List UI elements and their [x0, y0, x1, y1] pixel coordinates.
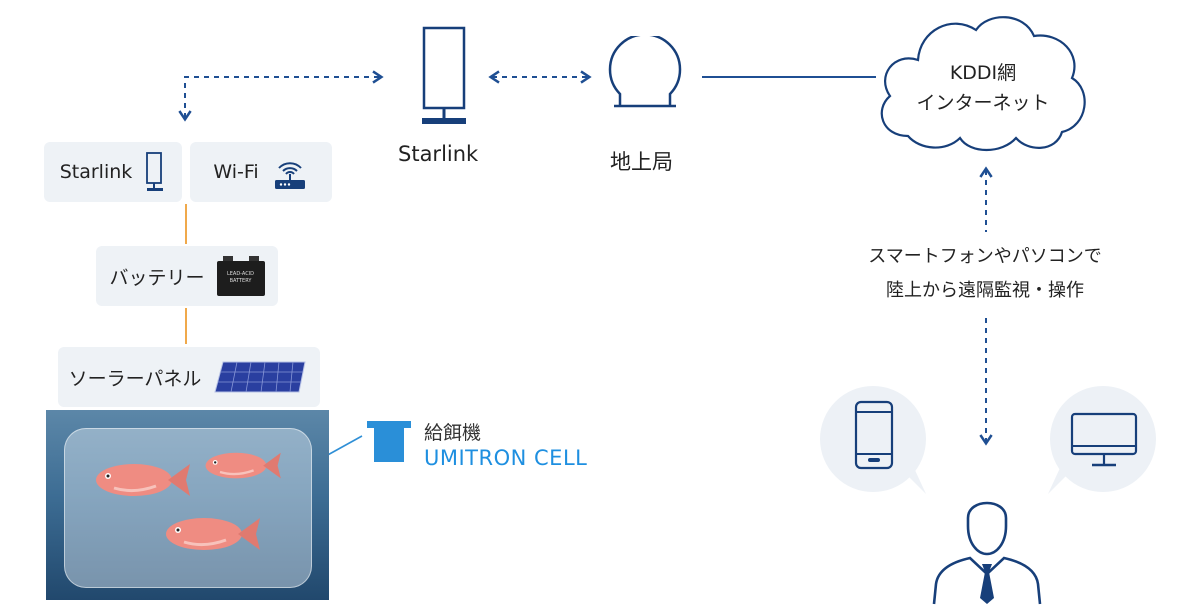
smartphone-icon	[852, 400, 896, 470]
ground-station-dome-icon	[600, 36, 690, 116]
raft-starlink-link	[185, 77, 380, 118]
battery-box: バッテリー LEAD-ACID BATTERY	[96, 246, 278, 306]
cloud-line1: KDDI網	[868, 58, 1098, 88]
starlink-dish-icon	[396, 22, 496, 132]
fish-icon	[96, 464, 190, 496]
person-icon	[928, 488, 1046, 606]
battery-box-label: バッテリー	[109, 263, 204, 290]
starlink-antenna-node: Starlink	[396, 22, 496, 172]
solar-box: ソーラーパネル	[58, 347, 320, 407]
wifi-box-label: Wi-Fi	[213, 161, 258, 183]
starlink-dish-icon	[144, 151, 166, 193]
solar-panel-icon	[213, 360, 309, 394]
battery-icon-text2: BATTERY	[217, 278, 265, 285]
cloud-node: KDDI網 インターネット	[868, 6, 1098, 156]
remote-note-line2: 陸上から遠隔監視・操作	[820, 274, 1150, 308]
ground-station-label: 地上局	[610, 146, 673, 176]
wifi-router-icon	[271, 152, 309, 192]
ground-station-node: 地上局	[600, 36, 710, 176]
starlink-box-label: Starlink	[60, 161, 133, 183]
smartphone-bubble	[820, 386, 926, 492]
fish-icon	[166, 518, 260, 550]
fish-icon	[206, 453, 281, 479]
remote-note: スマートフォンやパソコンで 陸上から遠隔監視・操作	[820, 240, 1150, 308]
monitor-bubble	[1050, 386, 1156, 492]
feeder-icon	[366, 420, 412, 464]
wifi-box: Wi-Fi	[190, 142, 332, 202]
starlink-box: Starlink	[44, 142, 182, 202]
starlink-antenna-label: Starlink	[398, 142, 478, 166]
bubble-tail	[1044, 468, 1074, 498]
feeder-title: 給餌機	[424, 418, 481, 445]
monitor-icon	[1068, 412, 1140, 470]
battery-icon: LEAD-ACID BATTERY	[217, 256, 265, 296]
bubble-tail	[900, 468, 930, 498]
cloud-line2: インターネット	[868, 88, 1098, 118]
fish-cage-image	[46, 410, 329, 600]
fish-group	[46, 410, 329, 600]
battery-icon-text1: LEAD-ACID	[217, 271, 265, 278]
remote-note-line1: スマートフォンやパソコンで	[820, 240, 1150, 274]
solar-box-label: ソーラーパネル	[69, 364, 202, 391]
feeder-product-name: UMITRON CELL	[424, 446, 587, 470]
